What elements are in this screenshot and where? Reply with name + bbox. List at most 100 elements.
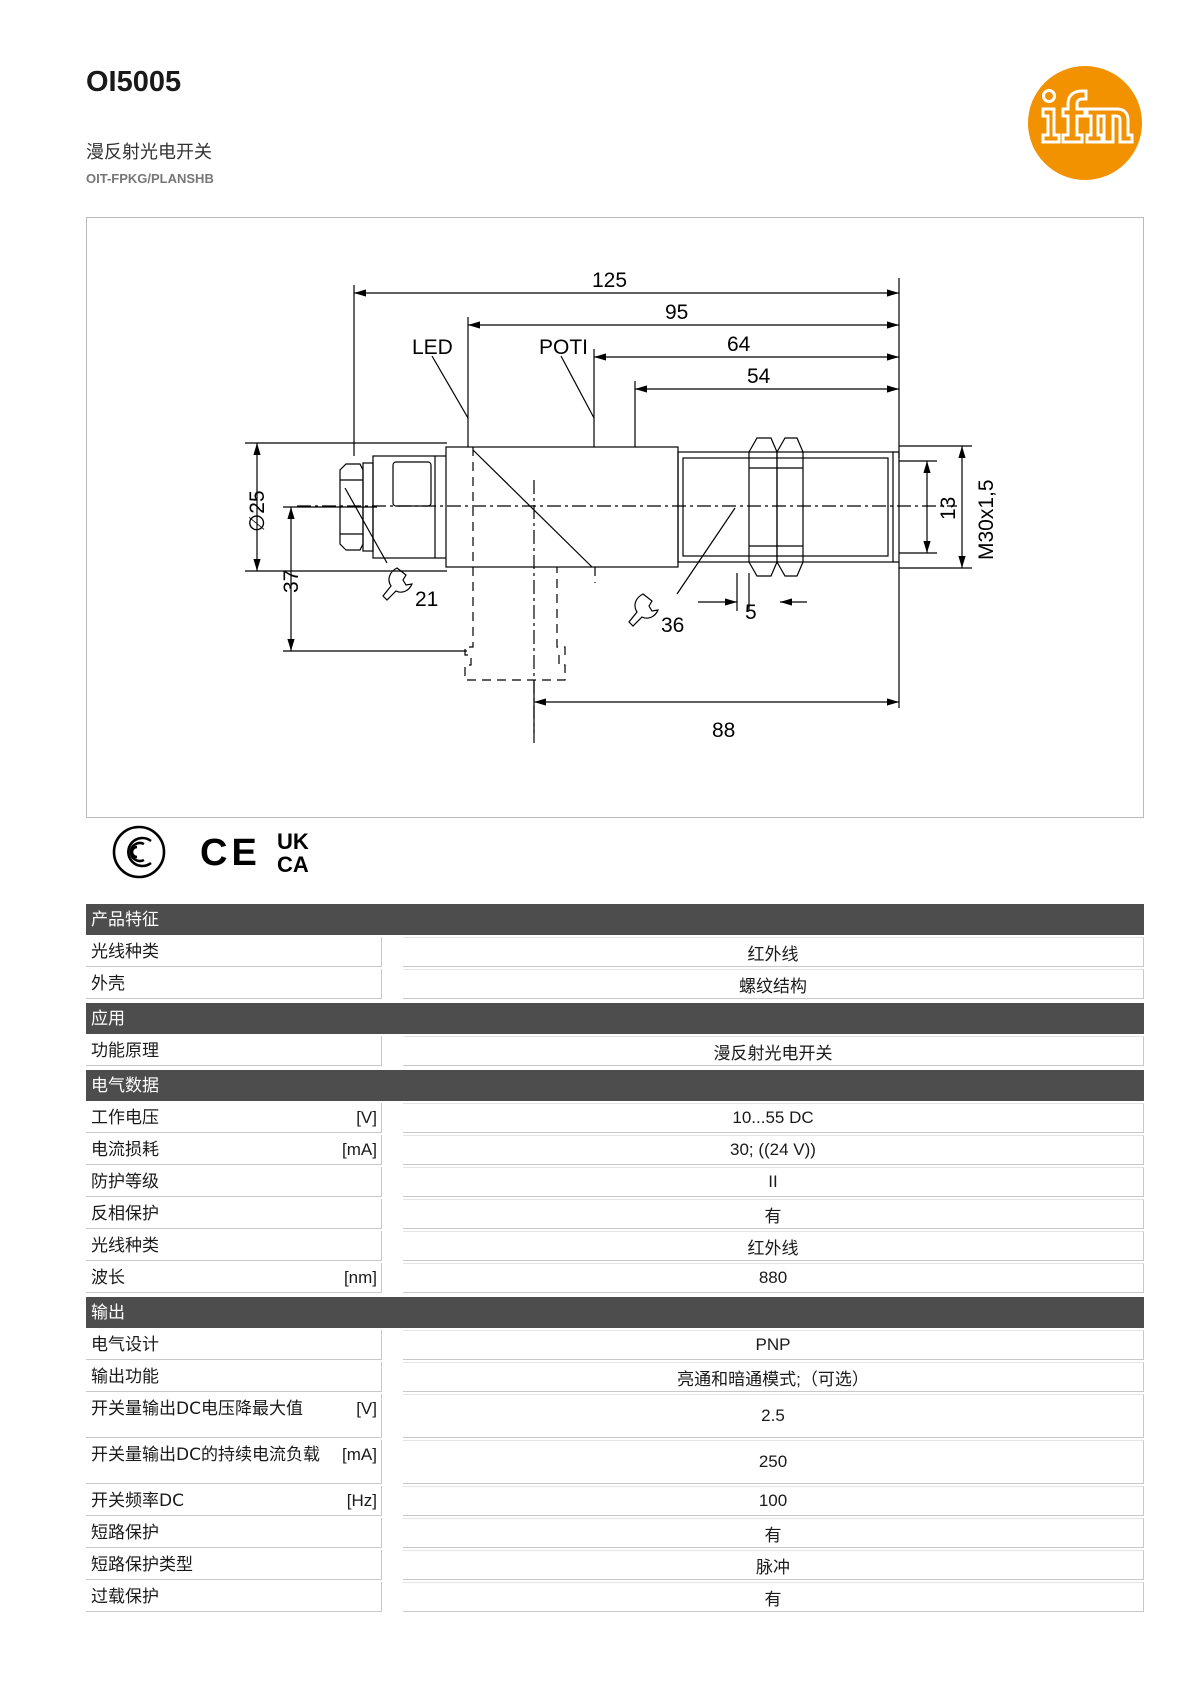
spec-label: 开关量输出DC的持续电流负载 (91, 1445, 320, 1465)
section-header: 产品特征 (86, 904, 1144, 935)
spec-gap (382, 1263, 403, 1293)
spec-label: 波长 (91, 1268, 125, 1288)
spec-gap (382, 1394, 403, 1438)
spec-label: 功能原理 (91, 1041, 159, 1061)
spec-label: 短路保护 (91, 1523, 159, 1543)
spec-label: 反相保护 (91, 1204, 159, 1224)
spec-gap (382, 1550, 403, 1580)
product-subtitle: 漫反射光电开关 (86, 142, 212, 163)
spec-row: 工作电压 [V] 10...55 DC (86, 1103, 1144, 1133)
spec-label: 工作电压 (91, 1108, 159, 1128)
spec-value: 30; ((24 V)) (403, 1135, 1144, 1165)
spec-row: 开关频率DC[Hz]100 (86, 1486, 1144, 1516)
dim-95: 95 (665, 301, 688, 324)
spec-value: 100 (403, 1486, 1144, 1516)
spec-value: 2.5 (403, 1394, 1144, 1438)
spec-label-cell: 功能原理 (86, 1036, 382, 1066)
spec-value: 10...55 DC (403, 1103, 1144, 1133)
spec-label-cell: 光线种类 (86, 1231, 382, 1261)
spec-label-cell: 输出功能 (86, 1362, 382, 1392)
dim-54: 54 (747, 365, 771, 388)
dim-thread: M30x1,5 (975, 479, 998, 560)
ifm-logo-icon (1028, 66, 1142, 180)
spec-gap (382, 1199, 403, 1229)
spec-label: 过载保护 (91, 1587, 159, 1607)
spec-value: 漫反射光电开关 (403, 1036, 1144, 1066)
spec-row: 短路保护类型 脉冲 (86, 1550, 1144, 1580)
spec-unit: [V] (356, 1399, 377, 1418)
spec-label-cell: 短路保护 (86, 1518, 382, 1548)
spec-value: 螺纹结构 (403, 969, 1144, 999)
spec-label-cell: 开关量输出DC的持续电流负载 [mA] (86, 1440, 382, 1484)
spec-gap (382, 969, 403, 999)
spec-label-cell: 短路保护类型 (86, 1550, 382, 1580)
spec-row: 光线种类 红外线 (86, 937, 1144, 967)
spec-value: 亮通和暗通模式;（可选） (403, 1362, 1144, 1392)
spec-row: 光线种类红外线 (86, 1231, 1144, 1261)
spec-value: 有 (403, 1518, 1144, 1548)
spec-gap (382, 1486, 403, 1516)
spec-label: 短路保护类型 (91, 1555, 193, 1575)
spec-label-cell: 光线种类 (86, 937, 382, 967)
spec-table: 产品特征光线种类红外线外壳螺纹结构应用功能原理漫反射光电开关电气数据工作电压[V… (86, 904, 1144, 1612)
spec-value: PNP (403, 1330, 1144, 1360)
spec-unit: [V] (356, 1108, 377, 1127)
spec-label-cell: 电气设计 (86, 1330, 382, 1360)
spec-value: II (403, 1167, 1144, 1197)
spec-value: 有 (403, 1582, 1144, 1612)
spec-label-cell: 外壳 (86, 969, 382, 999)
wrench-size-36: 36 (661, 614, 684, 637)
label-led: LED (412, 336, 453, 359)
spec-gap (382, 1330, 403, 1360)
spec-value: 880 (403, 1263, 1144, 1293)
dim-37: 37 (280, 570, 303, 593)
section-header: 电气数据 (86, 1070, 1144, 1101)
spec-label-cell: 反相保护 (86, 1199, 382, 1229)
spec-row: 功能原理 漫反射光电开关 (86, 1036, 1144, 1066)
spec-gap (382, 1167, 403, 1197)
spec-row: 过载保护 有 (86, 1582, 1144, 1612)
ccc-mark-icon (112, 825, 166, 879)
spec-label-cell: 防护等级 (86, 1167, 382, 1197)
section-header: 输出 (86, 1297, 1144, 1328)
spec-label: 输出功能 (91, 1367, 159, 1387)
spec-gap (382, 1103, 403, 1133)
spec-value: 脉冲 (403, 1550, 1144, 1580)
dim-diameter-25: ∅25 (246, 490, 269, 532)
spec-label-cell: 电流损耗[mA] (86, 1135, 382, 1165)
product-code: OIT-FPKG/PLANSHB (86, 171, 214, 186)
spec-gap (382, 1518, 403, 1548)
spec-row: 电气设计 PNP (86, 1330, 1144, 1360)
dim-125: 125 (592, 269, 627, 292)
spec-row: 外壳 螺纹结构 (86, 969, 1144, 999)
spec-unit: [nm] (343, 1268, 377, 1287)
spec-label-cell: 开关量输出DC电压降最大值 [V] (86, 1394, 382, 1438)
spec-label-cell: 波长 [nm] (86, 1263, 382, 1293)
dim-88: 88 (712, 719, 735, 742)
spec-row: 防护等级 II (86, 1167, 1144, 1197)
svg-text:UK: UK (277, 829, 309, 854)
spec-gap (382, 1582, 403, 1612)
spec-value: 有 (403, 1199, 1144, 1229)
label-poti: POTI (539, 336, 588, 359)
spec-row: 开关量输出DC电压降最大值 [V] 2.5 (86, 1394, 1144, 1438)
spec-label: 外壳 (91, 974, 125, 994)
spec-gap (382, 1036, 403, 1066)
spec-value: 红外线 (403, 937, 1144, 967)
ukca-mark: UK CA (277, 829, 309, 877)
dimension-drawing: 125 95 64 54 88 5 LED POTI 21 36 ∅25 37 … (86, 217, 1144, 818)
spec-unit: [mA] (342, 1140, 377, 1159)
spec-label: 防护等级 (91, 1172, 159, 1192)
spec-gap (382, 937, 403, 967)
page-title: OI5005 (86, 66, 182, 98)
spec-unit: [Hz] (346, 1491, 377, 1510)
ce-mark: CE (200, 832, 261, 874)
spec-label: 光线种类 (91, 942, 159, 962)
spec-gap (382, 1362, 403, 1392)
spec-row: 输出功能 亮通和暗通模式;（可选） (86, 1362, 1144, 1392)
spec-unit: [mA] (342, 1445, 377, 1464)
certification-marks: CE UK CA (112, 825, 309, 879)
spec-label: 开关量输出DC电压降最大值 (91, 1399, 303, 1419)
spec-row: 短路保护 有 (86, 1518, 1144, 1548)
dim-5: 5 (745, 601, 757, 624)
